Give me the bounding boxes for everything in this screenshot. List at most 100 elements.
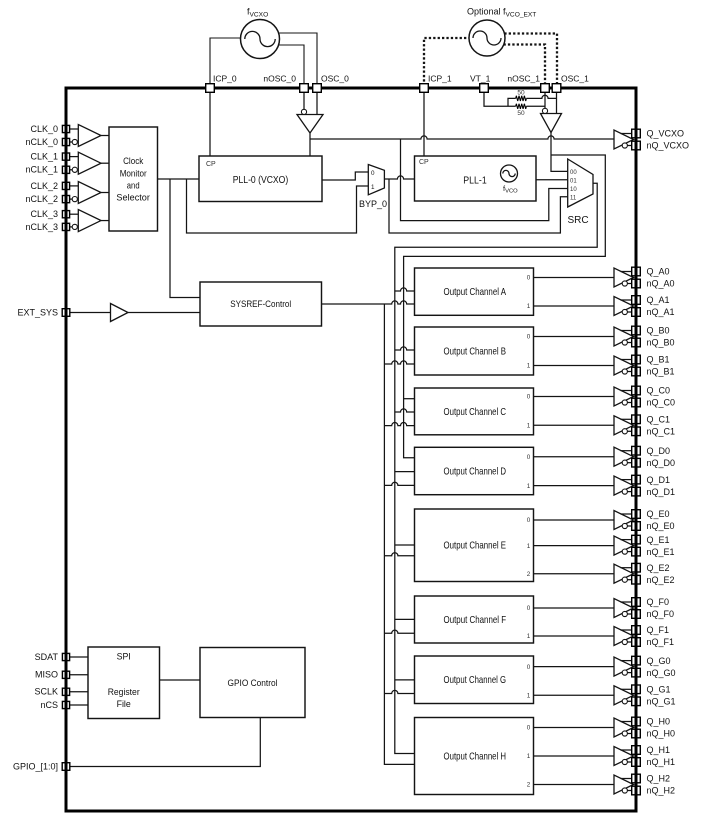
svg-text:ICP_1: ICP_1 (428, 74, 452, 84)
svg-text:nQ_C1: nQ_C1 (647, 427, 676, 437)
svg-text:nQ_B1: nQ_B1 (647, 367, 675, 377)
svg-text:nQ_E1: nQ_E1 (647, 547, 675, 557)
svg-text:Output Channel A: Output Channel A (444, 287, 507, 298)
svg-text:nQ_D0: nQ_D0 (647, 458, 676, 468)
svg-text:Q_B0: Q_B0 (647, 326, 670, 336)
svg-text:0: 0 (527, 334, 531, 341)
svg-text:0: 0 (527, 275, 531, 282)
svg-text:CLK_1: CLK_1 (30, 152, 58, 162)
svg-text:nQ_E0: nQ_E0 (647, 521, 675, 531)
svg-text:0: 0 (527, 394, 531, 401)
svg-text:Q_C0: Q_C0 (647, 386, 671, 396)
svg-text:0: 0 (371, 170, 375, 177)
svg-text:Q_D0: Q_D0 (647, 446, 671, 456)
svg-text:EXT_SYS: EXT_SYS (17, 307, 58, 317)
svg-text:1: 1 (527, 303, 531, 310)
svg-text:nQ_E2: nQ_E2 (647, 575, 675, 585)
svg-text:2: 2 (527, 782, 531, 789)
svg-text:PLL-0 (VCXO): PLL-0 (VCXO) (233, 175, 289, 186)
svg-text:nCLK_3: nCLK_3 (25, 222, 58, 232)
svg-text:nQ_A1: nQ_A1 (647, 307, 675, 317)
svg-text:fVCXO: fVCXO (247, 7, 268, 19)
svg-text:Q_A1: Q_A1 (647, 295, 670, 305)
svg-text:SRC: SRC (567, 215, 588, 226)
svg-text:nQ_A0: nQ_A0 (647, 279, 675, 289)
svg-text:OSC_0: OSC_0 (321, 74, 349, 84)
svg-text:SPI: SPI (117, 652, 131, 662)
svg-text:Output Channel C: Output Channel C (444, 407, 507, 418)
svg-text:and: and (127, 181, 140, 191)
svg-text:Q_H1: Q_H1 (647, 745, 671, 755)
svg-text:1: 1 (527, 483, 531, 490)
svg-text:nOSC_0: nOSC_0 (263, 74, 296, 84)
svg-text:nQ_VCXO: nQ_VCXO (647, 141, 690, 151)
svg-text:11: 11 (570, 196, 577, 202)
svg-text:Q_C1: Q_C1 (647, 415, 671, 425)
svg-text:Monitor: Monitor (120, 168, 147, 178)
svg-text:CLK_2: CLK_2 (30, 181, 58, 191)
svg-text:0: 0 (527, 664, 531, 671)
svg-text:0: 0 (527, 517, 531, 524)
svg-text:2: 2 (527, 571, 531, 578)
svg-text:SDAT: SDAT (35, 652, 59, 662)
svg-text:Q_E0: Q_E0 (647, 509, 670, 519)
svg-text:CP: CP (206, 161, 216, 168)
svg-text:nCS: nCS (40, 700, 58, 710)
svg-text:50: 50 (517, 110, 525, 117)
svg-text:nQ_G1: nQ_G1 (647, 697, 676, 707)
svg-text:nQ_H0: nQ_H0 (647, 729, 676, 739)
svg-text:Output Channel E: Output Channel E (444, 541, 507, 552)
svg-text:Register: Register (108, 687, 140, 697)
svg-text:MISO: MISO (35, 670, 58, 680)
svg-text:SYSREF-Control: SYSREF-Control (230, 299, 291, 309)
svg-text:Q_E1: Q_E1 (647, 535, 670, 545)
svg-text:CP: CP (419, 159, 429, 166)
svg-text:nQ_C0: nQ_C0 (647, 398, 676, 408)
svg-text:0: 0 (527, 725, 531, 732)
svg-text:Selector: Selector (116, 192, 150, 202)
svg-text:Q_H2: Q_H2 (647, 774, 671, 784)
svg-text:nCLK_0: nCLK_0 (25, 137, 58, 147)
svg-text:nQ_D1: nQ_D1 (647, 487, 676, 497)
svg-text:Output Channel G: Output Channel G (444, 675, 507, 686)
svg-text:nQ_B0: nQ_B0 (647, 338, 675, 348)
svg-text:1: 1 (527, 633, 531, 640)
svg-text:1: 1 (527, 753, 531, 760)
svg-text:Q_F1: Q_F1 (647, 625, 670, 635)
svg-text:00: 00 (570, 170, 577, 176)
svg-text:50: 50 (517, 89, 525, 96)
svg-text:1: 1 (527, 693, 531, 700)
svg-text:nQ_H1: nQ_H1 (647, 757, 676, 767)
svg-text:nOSC_1: nOSC_1 (507, 74, 540, 84)
svg-text:nCLK_1: nCLK_1 (25, 165, 58, 175)
svg-text:Q_B1: Q_B1 (647, 355, 670, 365)
svg-text:CLK_3: CLK_3 (30, 209, 58, 219)
svg-text:0: 0 (527, 454, 531, 461)
svg-text:Q_G0: Q_G0 (647, 656, 671, 666)
svg-text:1: 1 (527, 363, 531, 370)
svg-text:CLK_0: CLK_0 (30, 124, 58, 134)
svg-text:Q_VCXO: Q_VCXO (647, 129, 685, 139)
svg-text:Q_G1: Q_G1 (647, 685, 671, 695)
svg-text:nQ_G0: nQ_G0 (647, 668, 676, 678)
svg-text:OSC_1: OSC_1 (561, 74, 589, 84)
svg-text:1: 1 (371, 184, 375, 191)
svg-text:Output Channel D: Output Channel D (444, 466, 507, 477)
svg-text:Output Channel F: Output Channel F (444, 615, 507, 626)
svg-text:Q_A0: Q_A0 (647, 267, 670, 277)
svg-text:File: File (117, 699, 131, 709)
svg-text:Q_E2: Q_E2 (647, 563, 670, 573)
svg-text:PLL-1: PLL-1 (463, 175, 487, 186)
svg-text:GPIO_[1:0]: GPIO_[1:0] (13, 761, 58, 771)
svg-text:fVCO: fVCO (503, 184, 518, 195)
svg-text:0: 0 (527, 605, 531, 612)
svg-text:VT_1: VT_1 (470, 74, 491, 84)
svg-text:nCLK_2: nCLK_2 (25, 194, 58, 204)
svg-text:Q_H0: Q_H0 (647, 717, 671, 727)
svg-text:BYP_0: BYP_0 (359, 199, 387, 209)
svg-text:nQ_F1: nQ_F1 (647, 637, 675, 647)
svg-text:ICP_0: ICP_0 (213, 74, 237, 84)
svg-text:Output Channel B: Output Channel B (444, 346, 507, 357)
svg-text:Q_F0: Q_F0 (647, 597, 670, 607)
svg-text:1: 1 (527, 543, 531, 550)
